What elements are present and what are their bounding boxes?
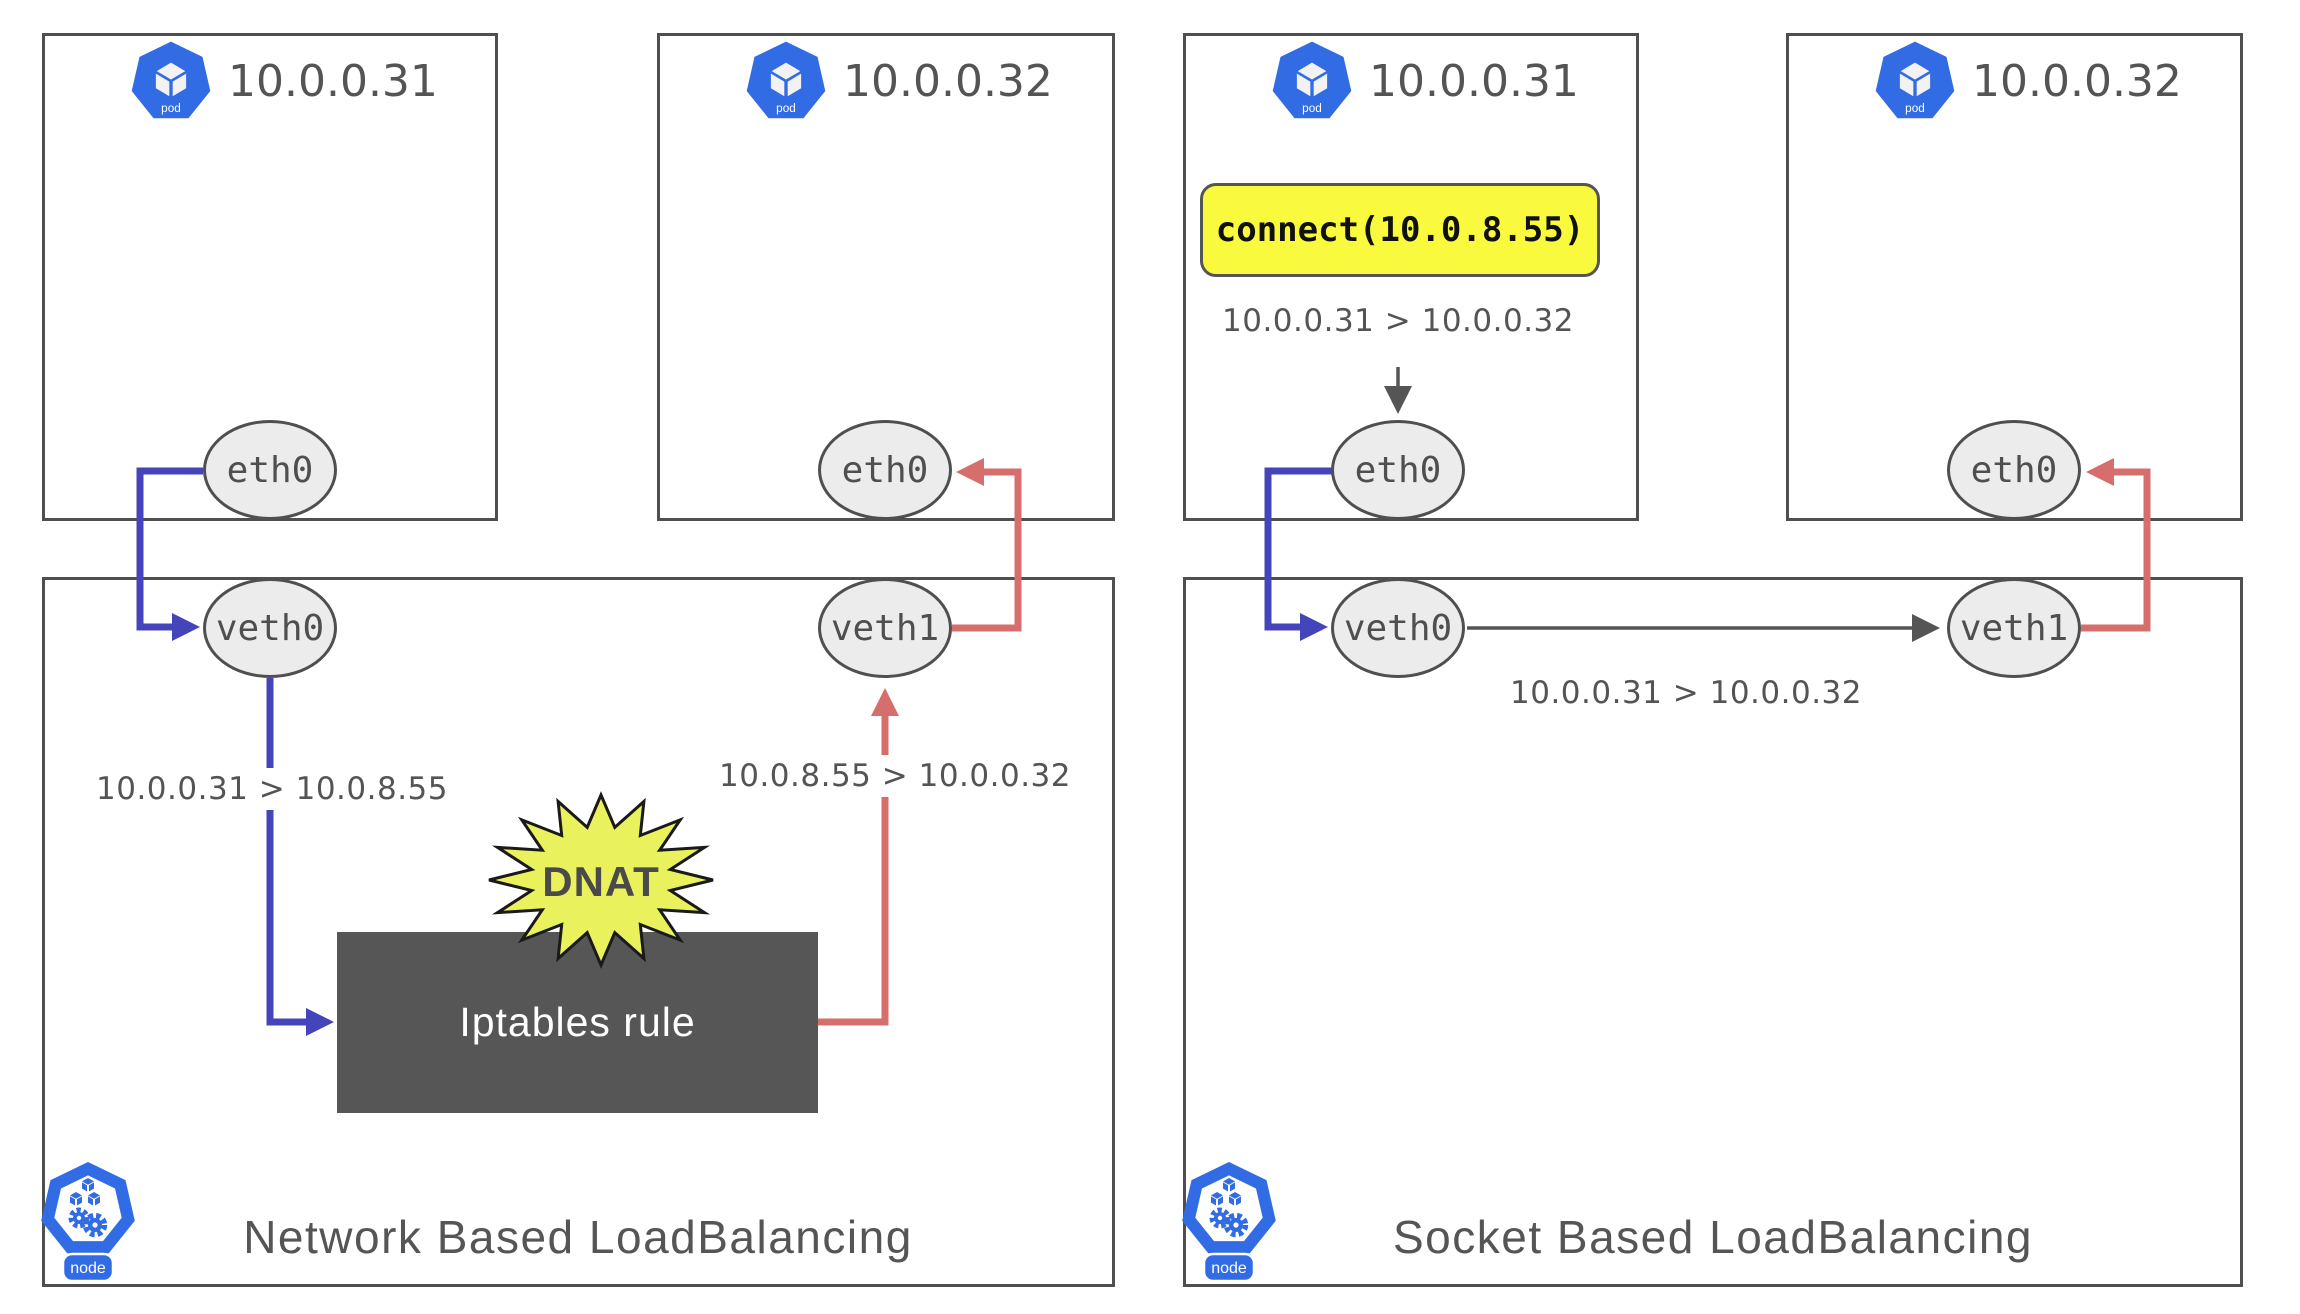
iptables-rule-label: Iptables rule bbox=[459, 999, 696, 1045]
iface-label: veth0 bbox=[1343, 607, 1453, 649]
left-panel-title: Network Based LoadBalancing bbox=[243, 1211, 913, 1263]
pod4-ip: 10.0.0.32 bbox=[1972, 56, 2182, 107]
connect-call-box: connect(10.0.8.55) bbox=[1200, 183, 1600, 277]
pod-badge-label: pod bbox=[1302, 102, 1322, 115]
node-icon: node bbox=[1179, 1160, 1279, 1290]
iface-eth0-right-pod1: eth0 bbox=[1331, 420, 1465, 520]
pod-badge-label: pod bbox=[1905, 102, 1925, 115]
iface-veth0-right: veth0 bbox=[1331, 578, 1465, 678]
flow-label-pre-dnat: 10.0.0.31 > 10.0.8.55 bbox=[86, 768, 458, 810]
iface-veth1-left: veth1 bbox=[818, 578, 952, 678]
iface-label: eth0 bbox=[1354, 449, 1442, 491]
iface-label: eth0 bbox=[1970, 449, 2058, 491]
dnat-star bbox=[488, 791, 714, 969]
iface-eth0-left-pod1: eth0 bbox=[203, 420, 337, 520]
arrow-veth1-to-eth0-right bbox=[2081, 458, 2151, 632]
iface-eth0-left-pod2: eth0 bbox=[818, 420, 952, 520]
connect-call-label: connect(10.0.8.55) bbox=[1215, 210, 1585, 250]
iface-label: eth0 bbox=[841, 449, 929, 491]
node-badge-label: node bbox=[70, 1260, 106, 1277]
flow-label-connect: 10.0.0.31 > 10.0.0.32 bbox=[1212, 300, 1584, 342]
iface-label: veth1 bbox=[1959, 607, 2069, 649]
pod3-ip: 10.0.0.31 bbox=[1369, 56, 1579, 107]
dnat-label: DNAT bbox=[542, 858, 660, 905]
arrow-eth0-to-veth0-right bbox=[1264, 467, 1332, 641]
pod-box-3 bbox=[1183, 33, 1639, 521]
iface-label: eth0 bbox=[226, 449, 314, 491]
flow-label-veth-to-veth: 10.0.0.31 > 10.0.0.32 bbox=[1500, 672, 1872, 714]
flow-label-post-dnat: 10.0.8.55 > 10.0.0.32 bbox=[709, 755, 1081, 797]
pod1-ip: 10.0.0.31 bbox=[228, 56, 438, 107]
pod-icon: pod bbox=[1873, 40, 1957, 124]
iface-eth0-right-pod2: eth0 bbox=[1947, 420, 2081, 520]
arrow-iptables-to-veth1 bbox=[818, 688, 899, 1026]
right-panel-title: Socket Based LoadBalancing bbox=[1393, 1211, 2033, 1263]
pod-icon: pod bbox=[1270, 40, 1354, 124]
node-box-right bbox=[1183, 577, 2243, 1287]
pod-icon: pod bbox=[129, 40, 213, 124]
iface-veth0-left: veth0 bbox=[203, 578, 337, 678]
node-box-left bbox=[42, 577, 1115, 1287]
arrow-veth1-to-eth0-left bbox=[952, 458, 1022, 632]
pod-badge-label: pod bbox=[161, 102, 181, 115]
arrow-veth0-to-iptables bbox=[266, 678, 334, 1036]
iface-label: veth1 bbox=[830, 607, 940, 649]
iptables-rule-box: Iptables rule bbox=[337, 932, 818, 1113]
pod-icon: pod bbox=[744, 40, 828, 124]
iface-label: veth0 bbox=[215, 607, 325, 649]
node-icon: node bbox=[38, 1160, 138, 1290]
pod-badge-label: pod bbox=[776, 102, 796, 115]
iface-veth1-right: veth1 bbox=[1947, 578, 2081, 678]
node-badge-label: node bbox=[1211, 1260, 1247, 1277]
arrow-eth0-to-veth0-left bbox=[136, 467, 203, 641]
pod2-ip: 10.0.0.32 bbox=[843, 56, 1053, 107]
